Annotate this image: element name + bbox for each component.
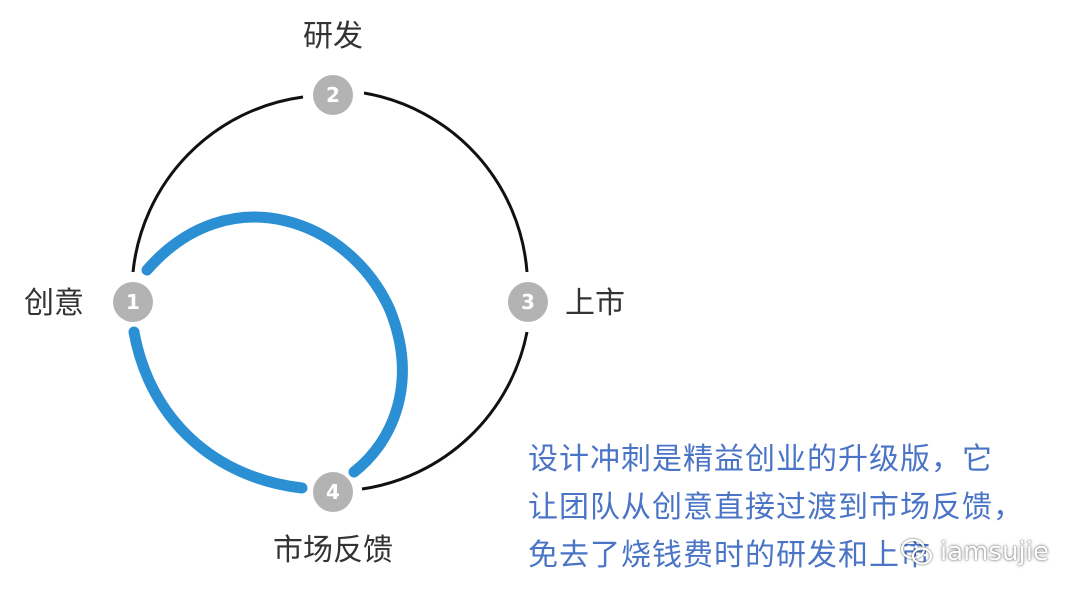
- node-4: 4 市场反馈: [273, 472, 393, 568]
- node-3-circle: [508, 282, 548, 322]
- node-4-circle: [313, 472, 353, 512]
- node-4-number: 4: [326, 480, 340, 504]
- node-1-circle: [113, 282, 153, 322]
- ring-arcs: [131, 91, 529, 491]
- shortcut-arc-outer: [141, 211, 408, 478]
- watermark-text: iamsujie: [940, 537, 1049, 567]
- wechat-icon: [900, 538, 933, 565]
- node-3: 3 上市: [508, 282, 625, 322]
- node-1-number: 1: [126, 290, 140, 314]
- shortcut-arc-inner: [128, 326, 308, 494]
- watermark: iamsujie: [900, 532, 1049, 572]
- node-2-circle: [313, 75, 353, 115]
- node-2-label: 研发: [303, 19, 363, 54]
- node-3-label: 上市: [565, 286, 625, 321]
- node-3-number: 3: [521, 290, 535, 314]
- caption-line-1: 设计冲刺是精益创业的升级版，它: [528, 442, 993, 477]
- shortcut-path: [128, 211, 408, 494]
- node-1: 1 创意: [24, 282, 153, 322]
- caption-line-3: 免去了烧钱费时的研发和上市: [528, 538, 931, 573]
- node-4-label: 市场反馈: [273, 533, 393, 568]
- caption-line-2: 让团队从创意直接过渡到市场反馈，: [528, 490, 1024, 525]
- caption-text: 设计冲刺是精益创业的升级版，它 让团队从创意直接过渡到市场反馈， 免去了烧钱费时…: [528, 436, 1068, 580]
- ring-arc-1-2: [131, 95, 304, 273]
- node-1-label: 创意: [24, 286, 84, 321]
- ring-arc-3-4: [361, 331, 529, 491]
- node-2-number: 2: [326, 83, 340, 107]
- node-2: 2 研发: [303, 19, 363, 115]
- ring-arc-2-3: [363, 91, 529, 273]
